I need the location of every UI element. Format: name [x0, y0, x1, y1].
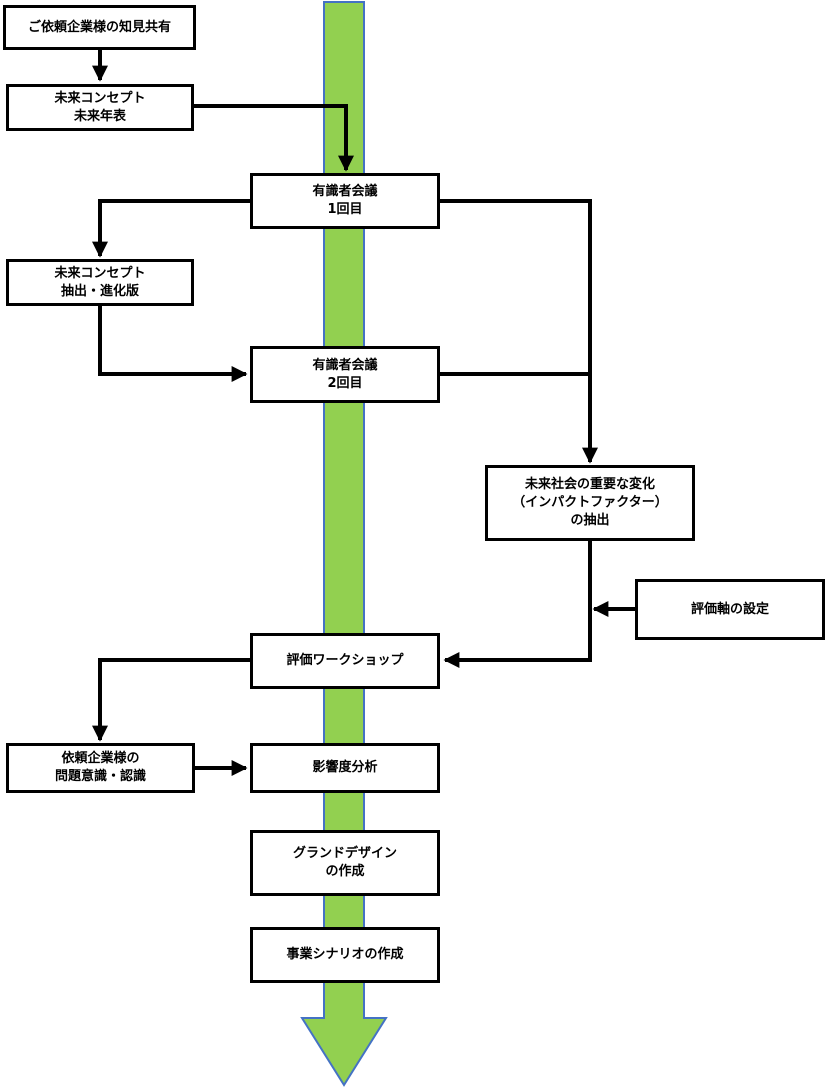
node-evaluation-workshop: 評価ワークショップ: [250, 633, 440, 689]
node-grand-design: グランドデザイン の作成: [250, 830, 440, 896]
node-business-scenario: 事業シナリオの作成: [250, 927, 440, 983]
node-future-concept-evolved: 未来コンセプト 抽出・進化版: [6, 259, 194, 306]
connector-impact-to-workshop: [443, 541, 592, 668]
node-future-concept: 未来コンセプト 未来年表: [6, 84, 194, 131]
node-expert-meeting-2: 有識者会議 2回目: [250, 346, 440, 403]
connector-concept-to-meeting1: [194, 104, 354, 172]
node-expert-meeting-1: 有識者会議 1回目: [250, 173, 440, 229]
connector-workshop-to-awareness: [92, 658, 250, 742]
node-impact-factors: 未来社会の重要な変化 （インパクトファクター） の抽出: [485, 465, 695, 541]
node-knowledge-sharing: ご依頼企業様の知見共有: [3, 5, 196, 50]
node-evaluation-axis: 評価軸の設定: [635, 579, 825, 640]
connector-meeting1-to-impact: [440, 199, 598, 464]
main-flow-arrow: [300, 1, 388, 1087]
connector-evolved-to-meeting2: [98, 306, 248, 382]
node-impact-analysis: 影響度分析: [250, 743, 440, 793]
node-client-awareness: 依頼企業様の 問題意識・認識: [6, 743, 195, 793]
connector-meeting1-to-evolved: [92, 199, 250, 258]
